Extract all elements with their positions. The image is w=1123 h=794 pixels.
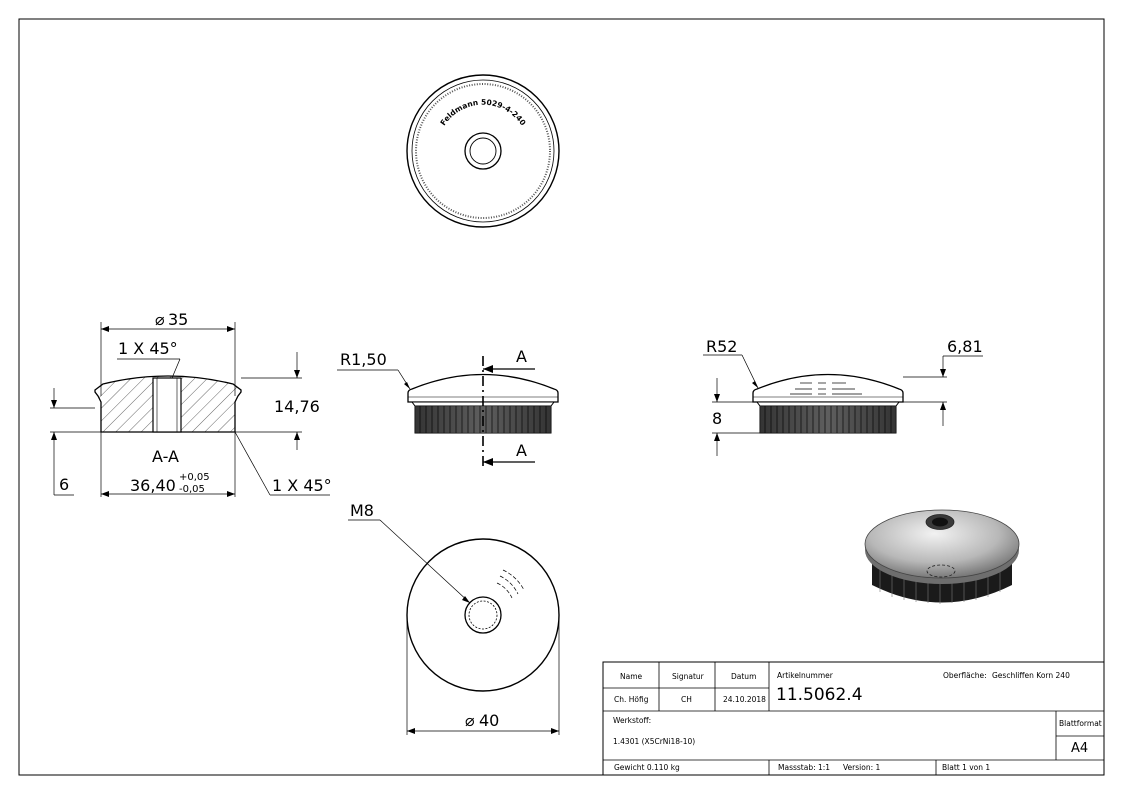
tb-artikel-label: Artikelnummer	[777, 671, 834, 680]
tb-version: Version: 1	[843, 763, 880, 772]
front-view: R1,50 A A	[337, 347, 559, 466]
dim-radius-r52: R52	[706, 337, 737, 356]
dim-height-14-76: 14,76	[274, 397, 320, 416]
dim-thread-m8: M8	[350, 501, 374, 520]
tb-header-name: Name	[620, 672, 643, 681]
dim-radius-r1-50: R1,50	[340, 350, 387, 369]
tb-artikelnummer: 11.5062.4	[776, 685, 863, 705]
section-label-a-a: A-A	[152, 447, 179, 466]
tb-name: Ch. Höfig	[614, 695, 649, 704]
top-view: Feldmann 5029-4-240	[406, 74, 560, 228]
dim-tolerance-lower: -0,05	[179, 484, 205, 495]
tb-werkstoff-label: Werkstoff:	[613, 716, 651, 725]
dim-chamfer-bottom: 1 X 45°	[272, 476, 332, 495]
drawing-frame	[18, 18, 1105, 776]
title-block: Name Signatur Datum Ch. Höfig CH 24.10.2…	[602, 661, 1105, 776]
section-view-a-a: ⌀ 35 1 X 45° 14,76 6 A-A 36,40 +0,05 -0,…	[50, 310, 332, 497]
tb-blatt: Blatt 1 von 1	[942, 763, 990, 772]
dim-tolerance-upper: +0,05	[179, 472, 210, 483]
cut-label-a-bottom: A	[516, 441, 527, 460]
isometric-view	[864, 509, 1020, 604]
tb-werkstoff: 1.4301 (X5CrNi18-10)	[613, 737, 695, 746]
engraving-text: Feldmann 5029-4-240	[438, 98, 527, 128]
dim-diameter-40: 40	[479, 711, 499, 730]
tb-oberflaeche: Geschliffen Korn 240	[992, 671, 1070, 680]
dim-ring-label: ⌀	[155, 310, 165, 329]
bottom-view: M8 ⌀ 40	[348, 501, 560, 735]
dim-stem-height: 8	[712, 409, 722, 428]
dim-chamfer-top: 1 X 45°	[118, 339, 178, 358]
dim-bottom-width: 36,40	[130, 476, 176, 495]
tb-blattformat: A4	[1071, 741, 1088, 756]
tb-gewicht: Gewicht 0.110 kg	[614, 763, 680, 772]
side-view: R52 6,81 8	[703, 337, 983, 456]
tb-header-signatur: Signatur	[672, 672, 705, 681]
dim-dome-height: 6,81	[947, 337, 983, 356]
dim-diameter-35: 35	[168, 310, 188, 329]
dim-ring-symbol: ⌀	[465, 711, 475, 730]
tb-datum: 24.10.2018	[723, 695, 766, 704]
dim-base-height-6: 6	[59, 475, 69, 494]
tb-header-datum: Datum	[731, 672, 756, 681]
tb-blattformat-label: Blattformat	[1059, 719, 1102, 728]
tb-signatur: CH	[681, 695, 692, 704]
cut-label-a-top: A	[516, 347, 527, 366]
tb-oberflaeche-label: Oberfläche:	[943, 671, 987, 680]
tb-massstab: Massstab: 1:1	[778, 763, 830, 772]
